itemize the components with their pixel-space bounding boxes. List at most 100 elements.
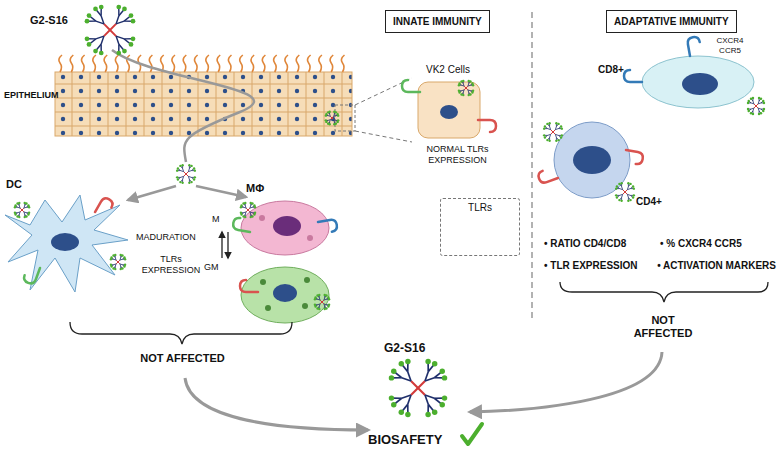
label: MADURATION bbox=[136, 232, 196, 243]
stroke bbox=[399, 410, 404, 415]
cilium bbox=[341, 55, 344, 72]
stroke bbox=[561, 127, 563, 129]
stroke bbox=[411, 381, 418, 388]
stroke bbox=[758, 102, 761, 104]
stroke bbox=[391, 369, 396, 374]
stroke bbox=[337, 114, 339, 116]
stroke bbox=[116, 36, 119, 44]
stroke bbox=[85, 19, 90, 24]
stroke bbox=[181, 164, 183, 166]
stroke bbox=[122, 49, 127, 54]
stroke bbox=[334, 119, 336, 121]
tlr-symbol bbox=[687, 36, 702, 56]
stroke bbox=[555, 122, 557, 124]
stroke bbox=[116, 262, 118, 264]
stroke bbox=[555, 134, 556, 137]
stroke bbox=[254, 206, 256, 208]
stroke bbox=[104, 24, 110, 30]
stroke bbox=[544, 125, 546, 127]
stroke bbox=[335, 111, 337, 113]
stroke bbox=[546, 123, 548, 125]
stroke bbox=[121, 254, 123, 256]
stroke bbox=[548, 122, 550, 124]
stroke bbox=[752, 97, 754, 99]
stroke bbox=[28, 206, 30, 208]
stroke bbox=[329, 114, 331, 116]
label: TLRs EXPRESSION bbox=[136, 254, 206, 276]
stroke bbox=[622, 187, 623, 190]
cilium bbox=[206, 55, 209, 72]
dendrimer bbox=[747, 97, 765, 115]
dendrimer bbox=[85, 5, 136, 56]
cilium bbox=[149, 55, 152, 72]
cilium bbox=[319, 55, 322, 72]
dendritic-cell bbox=[5, 195, 128, 292]
stroke bbox=[754, 106, 756, 108]
dendrimer bbox=[14, 202, 31, 219]
tlr-symbol bbox=[537, 167, 558, 184]
inset-box: TLRs bbox=[440, 198, 520, 256]
stroke bbox=[123, 265, 125, 267]
stroke bbox=[19, 206, 21, 208]
stroke bbox=[632, 185, 634, 187]
stroke bbox=[629, 183, 631, 185]
stroke bbox=[114, 254, 116, 256]
label: DC bbox=[6, 178, 22, 191]
stroke bbox=[548, 134, 551, 135]
stroke bbox=[323, 304, 325, 306]
brackets bbox=[70, 282, 768, 344]
tlr-symbol bbox=[232, 217, 252, 232]
stroke bbox=[391, 402, 396, 407]
stroke bbox=[186, 172, 188, 174]
stroke bbox=[110, 263, 112, 265]
stroke bbox=[314, 296, 316, 298]
stroke bbox=[561, 134, 563, 136]
stroke bbox=[244, 202, 246, 204]
stroke bbox=[242, 215, 244, 217]
divider bbox=[531, 12, 533, 322]
stroke bbox=[328, 119, 330, 121]
cilium bbox=[104, 55, 107, 72]
stroke bbox=[762, 110, 764, 112]
cilium bbox=[228, 55, 231, 72]
stroke bbox=[560, 136, 562, 138]
label: NOT AFFECTED bbox=[135, 352, 230, 365]
stroke bbox=[194, 176, 196, 178]
stroke bbox=[327, 305, 329, 307]
stroke bbox=[756, 104, 758, 106]
stroke bbox=[553, 130, 555, 132]
label: NORMAL TLRs EXPRESSION bbox=[410, 144, 505, 166]
stroke bbox=[240, 211, 242, 213]
cilium bbox=[274, 55, 277, 72]
stroke bbox=[99, 5, 104, 10]
stroke bbox=[463, 84, 465, 86]
stroke bbox=[442, 395, 447, 400]
stroke bbox=[560, 125, 562, 127]
stroke bbox=[118, 260, 120, 262]
stroke bbox=[325, 113, 327, 115]
stroke bbox=[328, 111, 330, 113]
stroke bbox=[131, 36, 136, 41]
stroke bbox=[181, 176, 184, 177]
stroke bbox=[129, 13, 134, 18]
stroke bbox=[176, 176, 178, 178]
stroke bbox=[87, 13, 92, 18]
stroke bbox=[618, 183, 620, 185]
t-cells bbox=[554, 56, 754, 198]
cilium bbox=[296, 55, 299, 72]
stroke bbox=[620, 200, 622, 202]
stroke bbox=[458, 82, 460, 84]
stroke bbox=[633, 194, 635, 196]
stroke bbox=[442, 375, 447, 380]
stroke bbox=[557, 139, 559, 141]
stroke bbox=[249, 212, 251, 214]
stroke bbox=[85, 36, 90, 41]
stroke bbox=[110, 256, 112, 258]
label: CD8+ bbox=[598, 64, 624, 76]
macrophages bbox=[222, 201, 329, 323]
cilium bbox=[194, 55, 197, 72]
label: G2-S16 bbox=[384, 341, 425, 355]
stroke bbox=[112, 267, 114, 269]
stroke bbox=[24, 207, 26, 209]
cilium bbox=[217, 55, 220, 72]
